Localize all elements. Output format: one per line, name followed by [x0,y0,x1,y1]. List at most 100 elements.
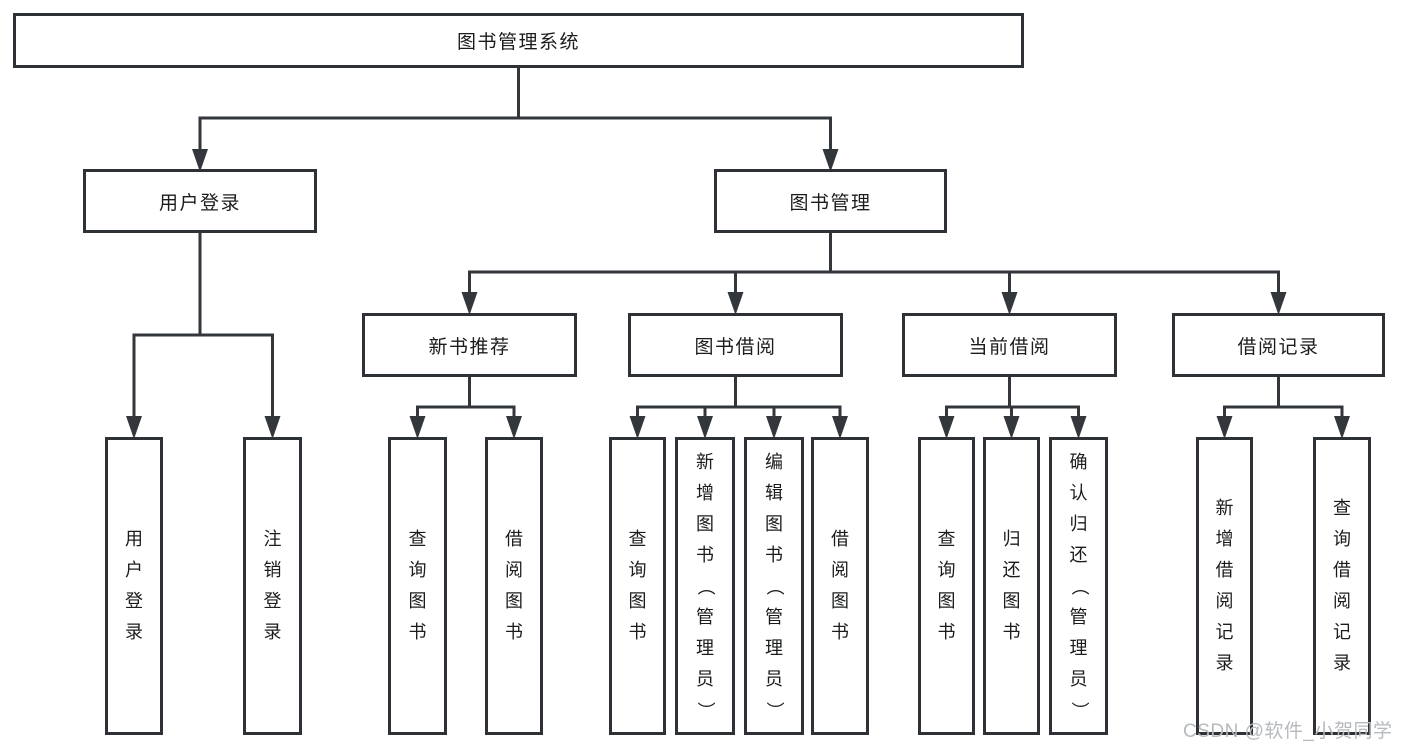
vertical-char: 辑 [765,482,783,503]
node-root-label: 图书管理系统 [456,32,580,53]
arrowhead-icon [822,149,839,172]
leaf-query-books-borrow: 查询图书 [609,437,666,735]
vertical-char: 询 [628,560,647,580]
vertical-char: 查 [937,529,956,549]
vertical-char: 阅 [1333,591,1351,611]
arrowhead-icon [1334,416,1350,439]
leaf-return-book: 归还图书 [983,437,1040,735]
vertical-char: 确 [1069,451,1088,472]
vertical-char: 用 [125,529,143,549]
arrowhead-icon [1070,416,1087,439]
vertical-char: 阅 [831,560,849,580]
leaf-borrow-books-borrow: 借阅图书 [811,437,869,735]
vertical-char: 新 [1215,498,1234,518]
vertical-char: 询 [937,560,956,580]
vertical-char: 图 [765,513,783,534]
vertical-char: 书 [628,622,647,642]
vertical-char: 还 [1002,560,1021,580]
vertical-char: 员 [696,668,714,689]
vertical-char: 理 [696,637,714,658]
vertical-char: 查 [628,529,647,549]
vertical-char: 记 [1333,622,1351,642]
vertical-char: 图 [1002,591,1021,611]
vertical-char: ） [695,701,716,719]
vertical-char: 录 [263,622,282,642]
node-current-borrow: 当前借阅 [902,313,1117,377]
node-book-borrow: 图书借阅 [628,313,843,377]
leaf-query-borrow-record-label: 查询借阅记录 [1333,440,1351,732]
vertical-char: 书 [831,622,849,642]
watermark: CSDN @软件_小贺同学 [1183,721,1393,742]
leaf-user-login-label: 用户登录 [125,440,143,732]
arrowhead-icon [697,416,713,439]
node-user-login-label: 用户登录 [158,192,241,214]
leaf-logout-label: 注销登录 [264,440,282,732]
leaf-confirm-return-admin-label: 确认归还（管理员） [1069,440,1089,732]
leaf-confirm-return-admin: 确认归还（管理员） [1049,437,1108,735]
vertical-char: 管 [696,606,714,627]
vertical-char: 阅 [505,560,523,580]
node-new-book-recommend: 新书推荐 [362,313,577,377]
arrowhead-icon [766,416,782,439]
leaf-query-books-borrow-label: 查询图书 [629,440,647,732]
vertical-char: 书 [765,544,783,565]
vertical-char: 图 [937,591,956,611]
leaf-add-book-admin: 新增图书（管理员） [675,437,735,735]
vertical-char: 认 [1069,482,1088,503]
vertical-char: 管 [765,606,783,627]
vertical-char: 询 [408,560,427,580]
vertical-char: 图 [628,591,647,611]
arrowhead-icon [1003,416,1020,439]
vertical-char: 书 [696,544,714,565]
vertical-char: 登 [125,591,143,611]
vertical-char: 录 [125,622,143,642]
arrowhead-icon [1270,292,1287,315]
arrowhead-icon [506,416,522,439]
vertical-char: 图 [408,591,427,611]
leaf-query-borrow-record: 查询借阅记录 [1313,437,1371,735]
vertical-char: 借 [831,529,849,549]
vertical-char: （ [1069,577,1089,595]
vertical-char: 增 [696,482,714,503]
vertical-char: 理 [1069,637,1088,658]
node-user-login: 用户登录 [83,169,317,233]
leaf-query-books-current: 查询图书 [918,437,975,735]
vertical-char: 新 [696,451,714,472]
vertical-char: 阅 [1215,591,1234,611]
leaf-return-book-label: 归还图书 [1003,440,1021,732]
vertical-char: 书 [408,622,427,642]
leaf-query-books-recommend: 查询图书 [388,437,447,735]
arrowhead-icon [409,416,426,439]
leaf-add-borrow-record: 新增借阅记录 [1196,437,1253,735]
vertical-char: 增 [1215,529,1234,549]
node-root: 图书管理系统 [13,13,1024,68]
leaf-borrow-books-recommend-label: 借阅图书 [505,440,523,732]
leaf-logout: 注销登录 [243,437,302,735]
arrowhead-icon [938,416,955,439]
vertical-char: 注 [263,529,282,549]
node-current-borrow-label: 当前借阅 [968,336,1051,358]
vertical-char: 图 [831,591,849,611]
leaf-edit-book-admin-label: 编辑图书（管理员） [765,440,785,732]
vertical-char: 书 [937,622,956,642]
vertical-char: 户 [125,560,143,580]
leaf-query-books-current-label: 查询图书 [938,440,956,732]
arrowhead-icon [126,416,142,439]
vertical-char: 归 [1069,513,1088,534]
arrowhead-icon [1216,416,1233,439]
vertical-char: 书 [1002,622,1021,642]
leaf-edit-book-admin: 编辑图书（管理员） [744,437,804,735]
vertical-char: 编 [765,451,783,472]
node-book-management-label: 图书管理 [789,192,872,214]
arrowhead-icon [727,292,744,315]
vertical-char: 借 [1333,560,1351,580]
vertical-char: 销 [263,560,282,580]
vertical-char: 借 [1215,560,1234,580]
vertical-char: 查 [408,529,427,549]
vertical-char: 查 [1333,498,1351,518]
vertical-char: 理 [765,637,783,658]
arrowhead-icon [461,292,478,315]
node-borrow-records-label: 借阅记录 [1237,336,1320,358]
vertical-char: 员 [765,668,783,689]
